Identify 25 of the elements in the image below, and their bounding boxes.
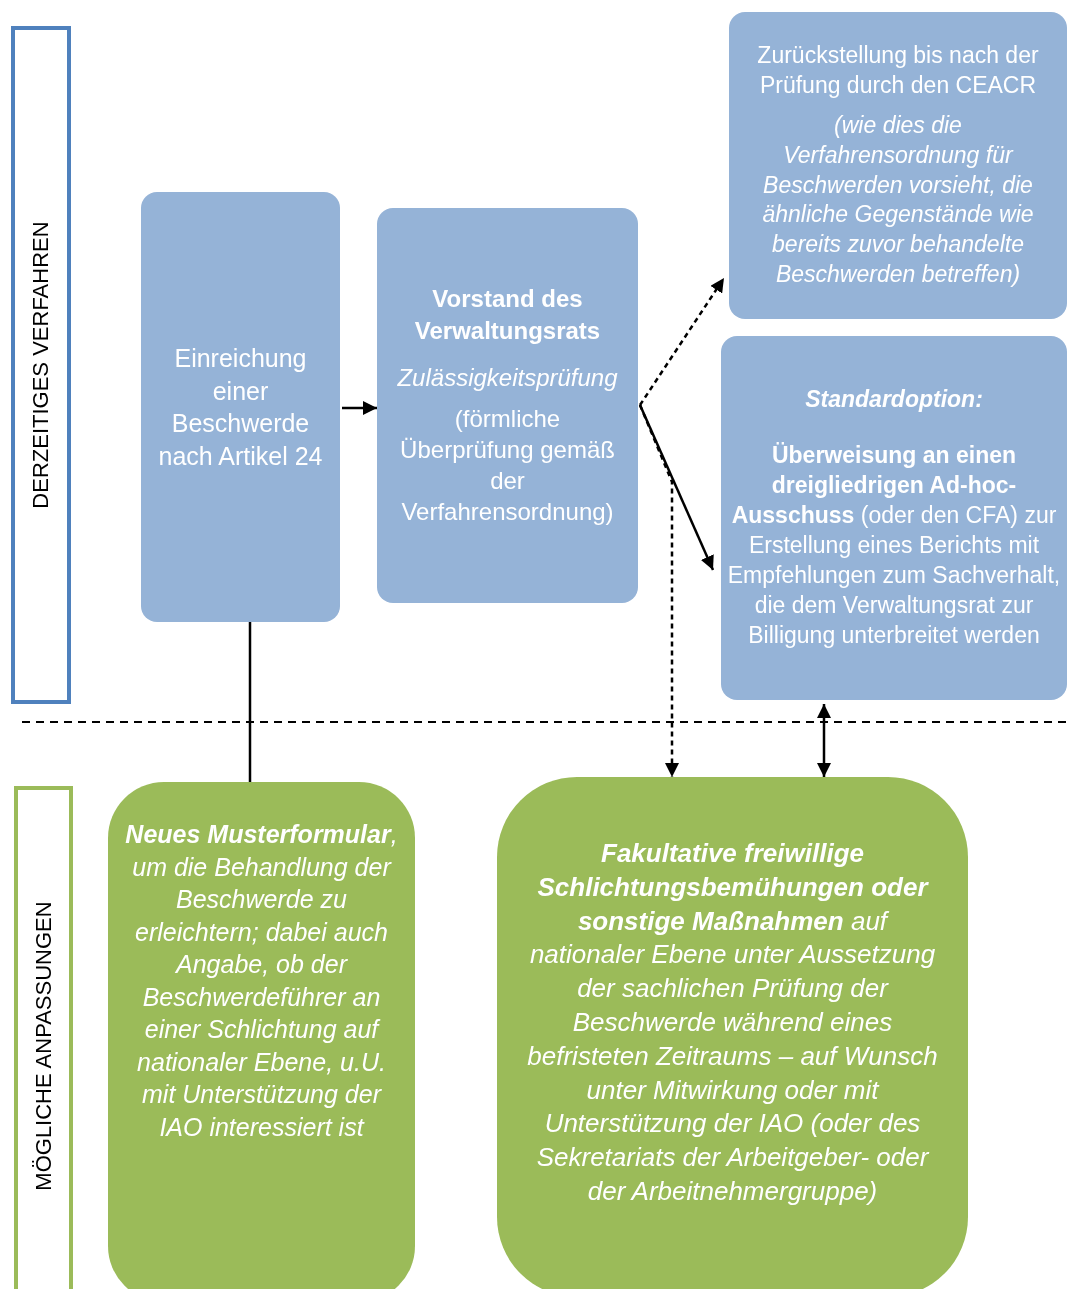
proposal-box — [497, 777, 968, 1289]
section-title: MÖGLICHE ANPASSUNGEN — [30, 901, 57, 1191]
arrow — [638, 277, 726, 406]
box-text: Einreichung einer Beschwerde nach Artikel 24 — [157, 343, 324, 472]
box-text: (förmliche Überprüfung gemäß der Verfahrensordnung) — [399, 403, 616, 528]
connector-line — [248, 622, 252, 782]
section-band — [14, 786, 73, 1289]
box-text: Neues Musterformular, um die Behandlung der Beschwerde zu erleichtern; dabei auch Angabe, ob der Beschwerdeführer an einer Schlichtung auf nationaler Ebene, u.U. mit Unterstützung der IAO interessiert ist — [124, 819, 399, 1143]
box-text: Überweisung an einen dreigliedrigen Ad-hoc-Ausschuss (oder den CFA) zur Erstellung eines Berichts mit Empfehlungen zum Sachverhalt, die dem Verwaltungsrat zur Billigung unterbreitet werden — [727, 441, 1061, 650]
process-box — [721, 336, 1067, 700]
box-text: Fakultative freiwillige Schlichtungsbemühungen oder sonstige Maßnahmen auf nationaler Ebene unter Aussetzung der sachlichen Prüfung der Beschwerde während eines befristeten Zeitraums – auf Wunsch unter Mitwirkung oder mit Unterstützung der IAO (oder des Sekretariats der Arbeitgeber- oder der Arbeitnehmergruppe) — [526, 837, 939, 1208]
arrow — [817, 704, 831, 777]
proposal-box — [108, 782, 415, 1289]
box-text: Zulässigkeitsprüfung — [397, 362, 618, 393]
process-box — [377, 208, 638, 603]
section-band — [11, 26, 71, 704]
box-text: (wie dies die Verfahrensordnung für Beschwerden vorsieht, die ähnliche Gegenstände wie bereits zuvor behandelte Beschwerden betreffen) — [761, 110, 1035, 290]
section-title: DERZEITIGES VERFAHREN — [28, 221, 54, 509]
process-box — [141, 192, 340, 622]
process-box — [729, 12, 1067, 319]
arrow — [638, 404, 679, 777]
arrow — [342, 401, 377, 415]
box-heading: Standardoption: — [805, 385, 983, 415]
box-text: Zurückstellung bis nach der Prüfung durch den CEACR — [756, 40, 1040, 100]
box-heading: Vorstand des Verwaltungsrats — [413, 284, 602, 346]
